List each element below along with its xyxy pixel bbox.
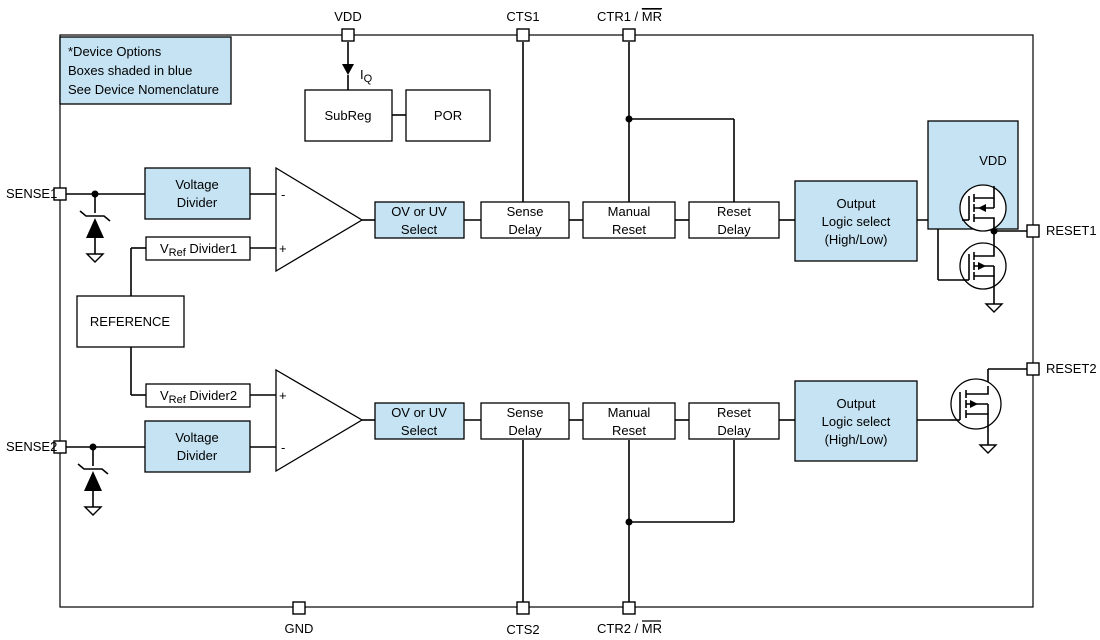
por-block: POR — [405, 89, 491, 142]
reference-block: REFERENCE — [76, 295, 185, 348]
svg-text:-: - — [281, 440, 285, 455]
gnd-label: GND — [285, 621, 314, 636]
ground-icon — [85, 253, 105, 263]
pin-reset2 — [1026, 362, 1040, 376]
manual-reset-2: Manual Reset — [582, 402, 676, 440]
vref-divider-1: VRef Divider1 — [145, 236, 251, 261]
nmos-transistor-2-icon — [950, 378, 1002, 434]
fet-vdd-label: VDD — [979, 153, 1006, 168]
manual-reset-1: Manual Reset — [582, 201, 676, 239]
svg-text:Reset: Reset — [717, 204, 751, 219]
reset-delay-2: Reset Delay — [688, 402, 780, 440]
vref-divider-2: VRef Divider2 — [145, 383, 251, 408]
svg-text:(High/Low): (High/Low) — [825, 432, 888, 447]
pin-gnd — [292, 601, 306, 615]
reset-delay-1: Reset Delay — [688, 201, 780, 239]
svg-text:Reset: Reset — [612, 222, 646, 237]
svg-text:Manual: Manual — [608, 204, 651, 219]
reset2-label: RESET2 — [1046, 361, 1097, 376]
svg-text:Manual: Manual — [608, 405, 651, 420]
svg-text:Divider: Divider — [177, 448, 218, 463]
sense1-label: SENSE1 — [6, 186, 57, 201]
output-logic-select-1: Output Logic select (High/Low) — [794, 180, 918, 262]
svg-text:Delay: Delay — [508, 423, 542, 438]
svg-text:Voltage: Voltage — [175, 177, 218, 192]
voltage-divider-1: Voltage Divider — [144, 167, 251, 220]
sense-delay-2: Sense Delay — [480, 402, 570, 440]
svg-text:OV or UV: OV or UV — [391, 204, 447, 219]
svg-text:Output: Output — [836, 396, 875, 411]
pin-sense2 — [53, 440, 67, 454]
ground-icon — [83, 506, 103, 516]
svg-text:Reset: Reset — [717, 405, 751, 420]
subreg-block: SubReg — [304, 89, 393, 142]
svg-text:Output: Output — [836, 196, 875, 211]
svg-text:Delay: Delay — [717, 222, 751, 237]
svg-text:REFERENCE: REFERENCE — [90, 314, 171, 329]
zener-diode-1-icon — [79, 210, 111, 238]
svg-text:Delay: Delay — [717, 423, 751, 438]
pins — [53, 28, 1040, 615]
wires — [65, 42, 1028, 602]
svg-text:Select: Select — [401, 423, 438, 438]
comparator-1: - + — [275, 166, 364, 273]
vdd-label: VDD — [334, 9, 361, 24]
ctr1-label: CTR1 / MR — [597, 9, 662, 24]
pmos-transistor-icon — [959, 184, 1007, 232]
pin-ctr2 — [622, 601, 636, 615]
ov-uv-select-1: OV or UV Select — [374, 201, 465, 239]
voltage-divider-2: Voltage Divider — [144, 420, 251, 473]
svg-text:Sense: Sense — [507, 204, 544, 219]
svg-text:VRef Divider2: VRef Divider2 — [160, 388, 237, 406]
svg-text:Voltage: Voltage — [175, 430, 218, 445]
svg-text:Logic select: Logic select — [822, 214, 891, 229]
pin-cts2 — [516, 601, 530, 615]
nmos-transistor-1-icon — [959, 242, 1007, 296]
svg-text:Select: Select — [401, 222, 438, 237]
chip-outline — [59, 34, 1034, 608]
pin-ctr1 — [622, 28, 636, 42]
output-logic-select-2: Output Logic select (High/Low) — [794, 380, 918, 462]
svg-text:VRef Divider1: VRef Divider1 — [160, 241, 237, 259]
ground-icon — [978, 444, 998, 454]
svg-text:(High/Low): (High/Low) — [825, 232, 888, 247]
cts1-label: CTS1 — [506, 9, 539, 24]
iq-label: IQ — [360, 67, 373, 85]
sense-delay-1: Sense Delay — [480, 201, 570, 239]
svg-text:-: - — [281, 187, 285, 202]
ov-uv-select-2: OV or UV Select — [374, 402, 465, 440]
ground-icon — [984, 303, 1004, 313]
svg-text:SubReg: SubReg — [325, 108, 372, 123]
svg-text:Logic select: Logic select — [822, 414, 891, 429]
ground-symbols — [83, 253, 1004, 516]
note-line-2: Boxes shaded in blue — [68, 63, 192, 78]
svg-text:Divider: Divider — [177, 195, 218, 210]
pin-reset1 — [1026, 224, 1040, 238]
svg-text:Sense: Sense — [507, 405, 544, 420]
pin-vdd — [341, 28, 355, 42]
device-options-note: *Device Options Boxes shaded in blue See… — [59, 36, 232, 105]
svg-text:POR: POR — [434, 108, 462, 123]
svg-text:Reset: Reset — [612, 423, 646, 438]
comparator-2: + - — [275, 368, 364, 473]
svg-text:OV or UV: OV or UV — [391, 405, 447, 420]
svg-text:Delay: Delay — [508, 222, 542, 237]
note-line-1: *Device Options — [68, 44, 162, 59]
sense2-label: SENSE2 — [6, 439, 57, 454]
ctr2-label: CTR2 / MR — [597, 621, 662, 636]
reset1-label: RESET1 — [1046, 223, 1097, 238]
pin-cts1 — [516, 28, 530, 42]
note-line-3: See Device Nomenclature — [68, 82, 219, 97]
zener-diode-2-icon — [77, 463, 109, 491]
svg-text:+: + — [279, 388, 287, 403]
cts2-label: CTS2 — [506, 622, 539, 637]
svg-text:+: + — [279, 241, 287, 256]
pin-sense1 — [53, 187, 67, 201]
